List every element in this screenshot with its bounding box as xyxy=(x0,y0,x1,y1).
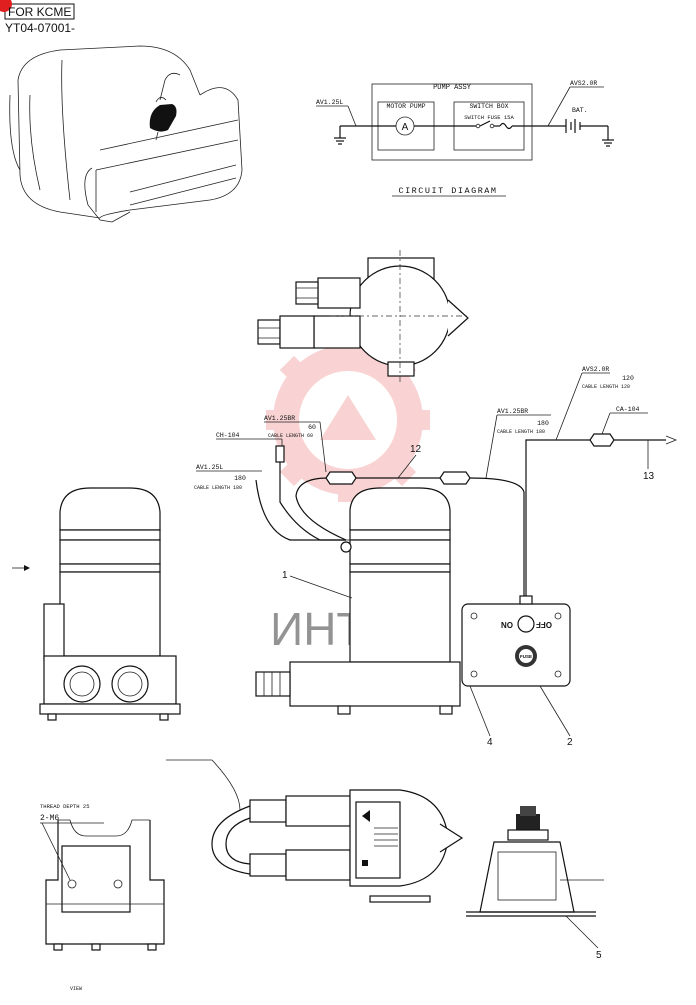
pump-hose-view xyxy=(166,759,464,903)
callout-13: 13 xyxy=(643,471,655,482)
battery-label: BAT. xyxy=(572,107,588,114)
motor-symbol: A xyxy=(402,122,409,133)
av125br-b-length-value: 180 xyxy=(537,420,549,427)
flow-arrow-icon xyxy=(362,810,370,822)
pump-front-view xyxy=(466,806,604,917)
model-label: FOR KCME xyxy=(8,5,71,19)
connectors xyxy=(275,433,678,485)
av125br-a-label: AV1.25BR xyxy=(264,415,295,422)
red-marker-icon xyxy=(0,0,12,12)
pump-location-icon xyxy=(149,97,177,141)
pump-side-view xyxy=(12,487,181,721)
power-switch-icon xyxy=(517,615,535,633)
circuit-diagram: PUMP ASSY MOTOR PUMP SWITCH BOX SWITCH F… xyxy=(316,80,614,197)
ca104-label: CA-104 xyxy=(616,406,640,413)
grommet-icon xyxy=(340,541,352,553)
inlet-port-icon xyxy=(111,665,149,703)
callouts: 12 13 1 4 2 5 xyxy=(282,440,655,961)
av125br-b-length-text: CABLE LENGTH 180 xyxy=(497,429,545,435)
circuit-diagram-title: CIRCUIT DIAGRAM xyxy=(398,186,497,196)
av125l-length-text: CABLE LENGTH 180 xyxy=(194,485,242,491)
view-label: VIEW xyxy=(70,986,82,992)
bolt-hole-right-icon xyxy=(113,879,123,889)
fuse-icon xyxy=(499,122,513,130)
machine-location-sketch xyxy=(9,45,243,223)
callout-4: 4 xyxy=(487,737,493,748)
avs20r-length-text: CABLE LENGTH 120 xyxy=(582,384,630,390)
switch-fuse-label: SWITCH FUSE 15A xyxy=(464,114,514,121)
av125br-a-length-value: 60 xyxy=(308,424,316,431)
outlet-port-icon xyxy=(63,665,101,703)
avs20r-label: AVS2.0R xyxy=(582,366,609,373)
switch-box-label: SWITCH BOX xyxy=(469,103,508,110)
pump-assy-box xyxy=(371,83,533,161)
main-pump-assembly xyxy=(255,487,461,715)
av125l-label: AV1.25L xyxy=(196,464,223,471)
bolt-hole-left-icon xyxy=(67,879,77,889)
pump-top-view xyxy=(257,250,470,382)
cable-labels: CH-104 AV1.25L 180 CABLE LENGTH 180 AV1.… xyxy=(194,366,648,491)
on-label: ON xyxy=(501,620,513,629)
av125br-b-label: AV1.25BR xyxy=(497,408,528,415)
motor-pump-label: MOTOR PUMP xyxy=(386,103,425,110)
view-arrow-icon xyxy=(24,565,30,571)
pump-assy-label: PUMP ASSY xyxy=(433,84,472,92)
av125l-length-value: 180 xyxy=(234,475,246,482)
av125br-a-length-text: CABLE LENGTH 60 xyxy=(268,433,313,439)
wiring-harness xyxy=(255,439,666,596)
bolt-note: 2-M6 xyxy=(40,814,59,823)
off-label: OFF xyxy=(536,620,552,629)
ch104-label: CH-104 xyxy=(216,432,240,439)
switch-box-assembly: OFF ON FUSE xyxy=(461,595,571,687)
serial-label: YT04-07001- xyxy=(5,21,75,35)
pump-bottom-view: THREAD DEPTH 25 2-M6 VIEW xyxy=(40,803,165,992)
callout-5: 5 xyxy=(596,950,602,961)
callout-2: 2 xyxy=(567,737,573,748)
avs20r-length-value: 120 xyxy=(622,375,634,382)
fuse-label: FUSE xyxy=(520,654,532,659)
wire-right-label: AVS2.0R xyxy=(570,80,597,87)
callout-12: 12 xyxy=(410,444,422,455)
thread-depth-note: THREAD DEPTH 25 xyxy=(40,803,90,810)
wire-left-label: AV1.25L xyxy=(316,99,343,106)
callout-1: 1 xyxy=(282,570,288,581)
